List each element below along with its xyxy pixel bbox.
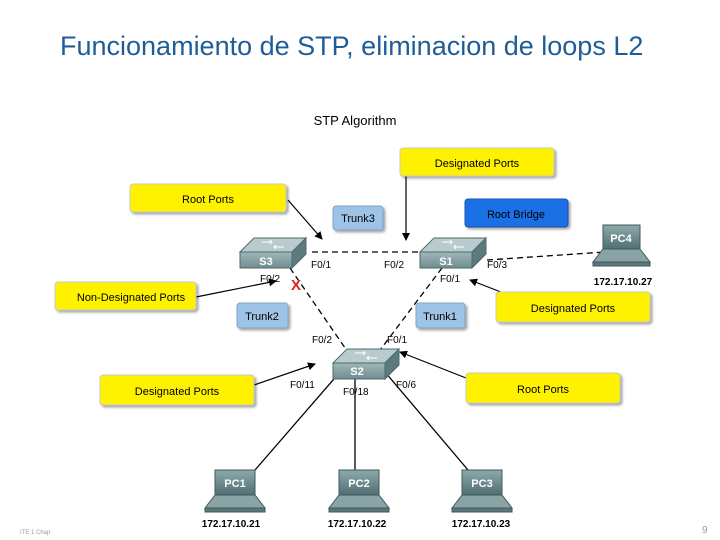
port-s2-f01: F0/1	[387, 335, 407, 346]
blocked-port-marker: X	[291, 277, 301, 294]
callout-designated-ports-s2: Designated Ports	[99, 374, 255, 406]
switch-s1-label: S1	[439, 256, 452, 268]
pc3-label: PC3	[471, 478, 492, 490]
switch-s2: S2	[331, 347, 401, 381]
callout-root-ports-s2: Root Ports	[465, 372, 621, 404]
callout-designated-ports-s1-f01: Designated Ports	[495, 291, 651, 323]
trunk1-box: Trunk1	[415, 302, 466, 329]
trunk2-box: Trunk2	[236, 302, 289, 329]
pc1-ip: 172.17.10.21	[202, 519, 261, 530]
trunk3-label: Trunk3	[341, 213, 375, 225]
switch-s3-label: S3	[259, 256, 272, 268]
port-s3-f02: F0/2	[260, 274, 280, 285]
port-s2-f02: F0/2	[312, 335, 332, 346]
port-s3-f01: F0/1	[311, 260, 331, 271]
port-s2-f011: F0/11	[290, 380, 315, 391]
port-s2-f018: F0/18	[343, 387, 369, 398]
port-s2-f06: F0/6	[396, 380, 416, 391]
arrow-designated-s2	[253, 362, 316, 386]
callout-designated-ports-s1: Designated Ports	[399, 147, 555, 177]
s2-pc1-link	[254, 371, 341, 471]
pc1: PC1 172.17.10.21	[202, 469, 267, 530]
slide-title: Funcionamiento de STP, eliminacion de lo…	[60, 31, 644, 61]
switch-s2-label: S2	[350, 366, 363, 378]
pc4: PC4 172.17.10.27	[591, 224, 653, 288]
trunk2-label: Trunk2	[245, 311, 279, 323]
callout-label: Designated Ports	[435, 158, 520, 170]
pc4-label: PC4	[610, 233, 632, 245]
s1-pc4-link	[486, 251, 606, 261]
callout-label: Root Ports	[182, 194, 234, 206]
callout-label: Non-Designated Ports	[77, 292, 186, 304]
pc1-label: PC1	[224, 478, 245, 490]
trunk3-box: Trunk3	[332, 205, 384, 231]
page-number: 9	[702, 525, 708, 536]
pc4-ip: 172.17.10.27	[594, 277, 653, 288]
callout-non-designated-ports: Non-Designated Ports	[54, 281, 197, 311]
arrow-root-ports-s3	[287, 199, 323, 240]
arrow-non-designated	[195, 278, 277, 298]
callout-label: Designated Ports	[531, 303, 616, 315]
callout-label: Root Ports	[517, 384, 569, 396]
root-bridge-box: Root Bridge	[464, 198, 569, 228]
pc2-label: PC2	[348, 478, 369, 490]
port-s1-f03: F0/3	[487, 260, 507, 271]
port-s1-f02: F0/2	[384, 260, 404, 271]
pc2: PC2 172.17.10.22	[328, 469, 391, 530]
switch-s1: S1	[418, 236, 488, 270]
callout-root-ports-s3: Root Ports	[129, 183, 287, 213]
pc2-ip: 172.17.10.22	[328, 519, 387, 530]
pc3: PC3 172.17.10.23	[450, 469, 514, 530]
callout-label: Designated Ports	[135, 386, 220, 398]
arrow-root-ports-s2	[399, 350, 467, 379]
trunk2-link	[289, 267, 353, 359]
footer-left: ITE 1 Chap	[20, 530, 51, 536]
root-bridge-label: Root Bridge	[487, 209, 545, 221]
port-s1-f01: F0/1	[440, 274, 460, 285]
switch-s3: S3	[238, 236, 308, 270]
trunk1-label: Trunk1	[423, 311, 457, 323]
pc3-ip: 172.17.10.23	[452, 519, 511, 530]
s2-pc3-link	[384, 371, 469, 471]
trunk1-link	[373, 267, 443, 359]
diagram-heading: STP Algorithm	[314, 113, 397, 128]
